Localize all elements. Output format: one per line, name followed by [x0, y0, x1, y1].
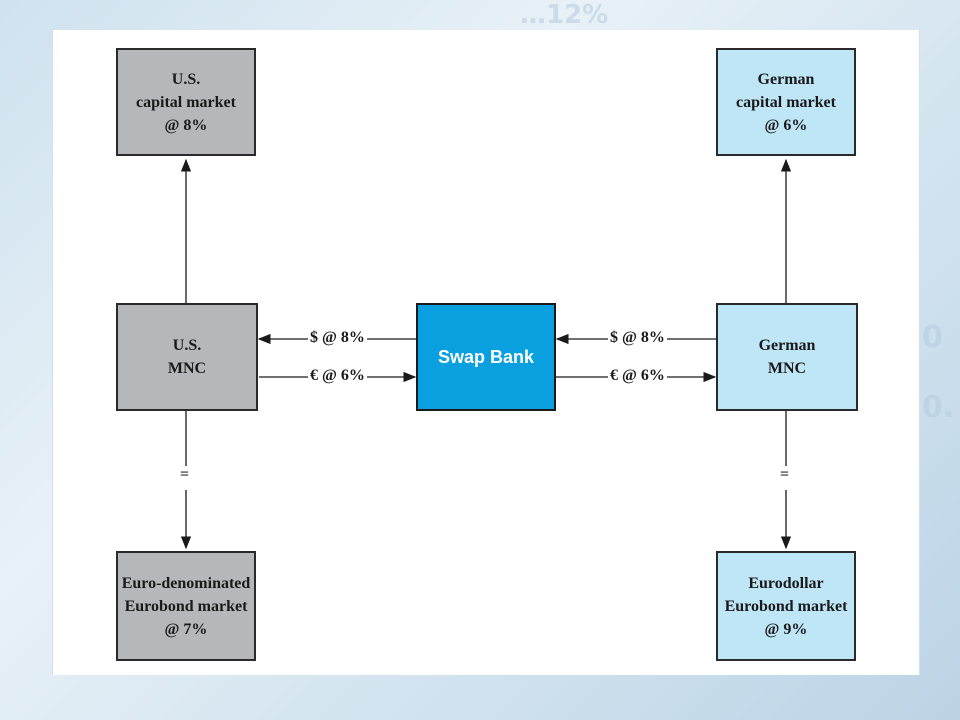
eurodollar-eurobond-box: Eurodollar Eurobond market @ 9%: [716, 551, 856, 661]
label-right-euro: € @ 6%: [608, 367, 667, 385]
label-right-dollar: $ @ 8%: [608, 329, 667, 347]
eurobond-line3: @ 7%: [164, 620, 208, 638]
german-mnc-line2: MNC: [767, 360, 807, 377]
eurodollar-line1: Eurodollar: [748, 574, 824, 592]
us-mnc-line2: MNC: [167, 360, 207, 377]
us-mnc-box: U.S. MNC: [116, 303, 258, 411]
euro-denominated-eurobond-box: Euro-denominated Eurobond market @ 7%: [116, 551, 256, 661]
german-capital-line2: capital market: [736, 93, 836, 111]
swap-bank-box: Swap Bank: [416, 303, 556, 411]
german-capital-line3: @ 6%: [764, 116, 808, 134]
background-decoration: 0.: [922, 390, 955, 425]
equals-left: =: [180, 466, 190, 484]
german-mnc-line1: German: [758, 337, 816, 354]
us-capital-line2: capital market: [136, 93, 236, 111]
swap-bank-label: Swap Bank: [437, 346, 535, 367]
label-left-euro: € @ 6%: [308, 367, 367, 385]
eurobond-line2: Eurobond market: [124, 597, 248, 615]
background-decoration: …12%: [520, 0, 609, 30]
us-mnc-line1: U.S.: [172, 337, 202, 354]
eurodollar-line3: @ 9%: [764, 620, 808, 638]
german-capital-market-box: German capital market @ 6%: [716, 48, 856, 156]
label-left-dollar: $ @ 8%: [308, 329, 367, 347]
us-capital-market-box: U.S. capital market @ 8%: [116, 48, 256, 156]
eurodollar-line2: Eurobond market: [724, 597, 848, 615]
equals-right: =: [780, 466, 790, 484]
german-capital-line1: German: [757, 70, 815, 88]
us-capital-line1: U.S.: [171, 70, 201, 88]
diagram-canvas: U.S. capital market @ 8% German capital …: [52, 30, 920, 675]
eurobond-line1: Euro-denominated: [121, 574, 251, 592]
german-mnc-box: German MNC: [716, 303, 858, 411]
background-decoration: 0: [922, 320, 943, 355]
us-capital-line3: @ 8%: [164, 116, 208, 134]
